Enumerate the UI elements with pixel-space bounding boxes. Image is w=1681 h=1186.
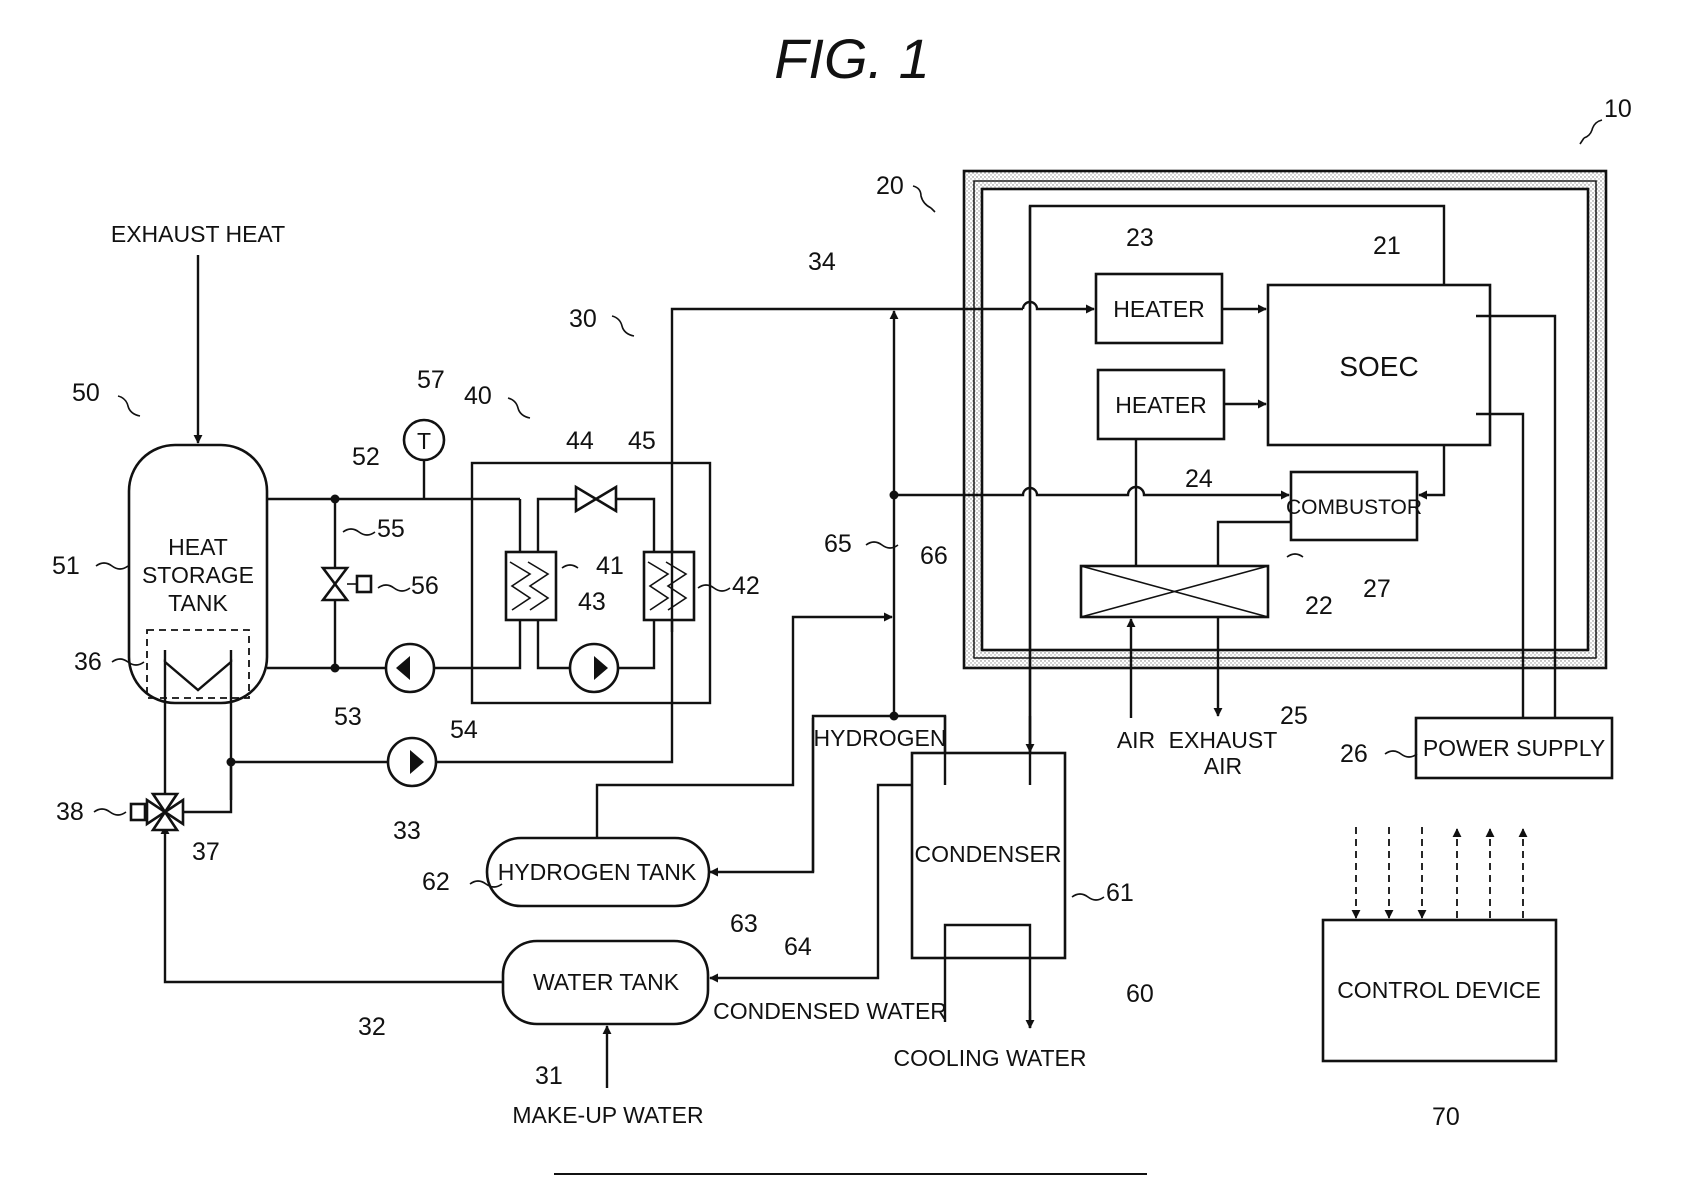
ref-22: 22 [1305, 592, 1333, 620]
heat-exchanger-42 [644, 552, 694, 620]
ref-41: 41 [596, 552, 624, 580]
ref-40: 40 [464, 382, 492, 410]
ref-33: 33 [393, 817, 421, 845]
ref-43: 43 [578, 588, 606, 616]
heat-exchanger-22 [1081, 566, 1268, 617]
ref-56: 56 [411, 572, 439, 600]
condensed-water-label: CONDENSED WATER [713, 998, 947, 1024]
hydrogen-label: HYDROGEN [814, 725, 947, 751]
ref-27: 27 [1363, 575, 1391, 603]
ref-65: 65 [824, 530, 852, 558]
ref-64: 64 [784, 933, 812, 961]
cooling-water-label: COOLING WATER [894, 1045, 1087, 1071]
heater-bottom-label: HEATER [1115, 392, 1207, 418]
ref-57: 57 [417, 366, 445, 394]
ref-31: 31 [535, 1062, 563, 1090]
ref-26: 26 [1340, 740, 1368, 768]
ref-61: 61 [1106, 879, 1134, 907]
exhaust-heat-label: EXHAUST HEAT [111, 221, 285, 247]
ref-60: 60 [1126, 980, 1154, 1008]
exhaust-air-label-1: EXHAUST [1169, 727, 1278, 753]
figure-title: FIG. 1 [774, 27, 930, 90]
heater-top-label: HEATER [1113, 296, 1205, 322]
ref-25: 25 [1280, 702, 1308, 730]
ref-55: 55 [377, 515, 405, 543]
ref-52: 52 [352, 443, 380, 471]
ref-32: 32 [358, 1013, 386, 1041]
ref-44: 44 [566, 427, 594, 455]
control-signals [1356, 827, 1523, 918]
ref-66: 66 [920, 542, 948, 570]
make-up-water-label: MAKE-UP WATER [512, 1102, 703, 1128]
water-tank-label: WATER TANK [533, 969, 680, 995]
ref-30: 30 [569, 305, 597, 333]
ref-50: 50 [72, 379, 100, 407]
exhaust-air-label-2: AIR [1204, 753, 1242, 779]
ref-54: 54 [450, 716, 478, 744]
heat-storage-tank-label-3: TANK [168, 590, 228, 616]
ref-21: 21 [1373, 232, 1401, 260]
temperature-symbol: T [417, 428, 431, 454]
ref-23: 23 [1126, 224, 1154, 252]
ref-62: 62 [422, 868, 450, 896]
ref-10: 10 [1604, 95, 1632, 123]
heat-storage-tank-label-1: HEAT [168, 534, 228, 560]
ref-38: 38 [56, 798, 84, 826]
control-device-label: CONTROL DEVICE [1337, 977, 1541, 1003]
ref-24: 24 [1185, 465, 1213, 493]
ref-42: 42 [732, 572, 760, 600]
heat-storage-tank-label-2: STORAGE [142, 562, 254, 588]
ref-53: 53 [334, 703, 362, 731]
ref-20: 20 [876, 172, 904, 200]
heat-exchanger-41 [506, 552, 556, 620]
ref-45: 45 [628, 427, 656, 455]
soec-label: SOEC [1339, 351, 1418, 382]
air-label: AIR [1117, 727, 1155, 753]
condenser-label: CONDENSER [915, 841, 1062, 867]
combustor-label: COMBUSTOR [1286, 496, 1422, 519]
ref-70: 70 [1432, 1103, 1460, 1131]
three-way-valve-38 [131, 794, 183, 830]
ref-37: 37 [192, 838, 220, 866]
ref-36: 36 [74, 648, 102, 676]
hydrogen-tank-label: HYDROGEN TANK [498, 859, 697, 885]
power-supply-label: POWER SUPPLY [1423, 735, 1605, 761]
ref-51: 51 [52, 552, 80, 580]
ref-63: 63 [730, 910, 758, 938]
ref-34: 34 [808, 248, 836, 276]
